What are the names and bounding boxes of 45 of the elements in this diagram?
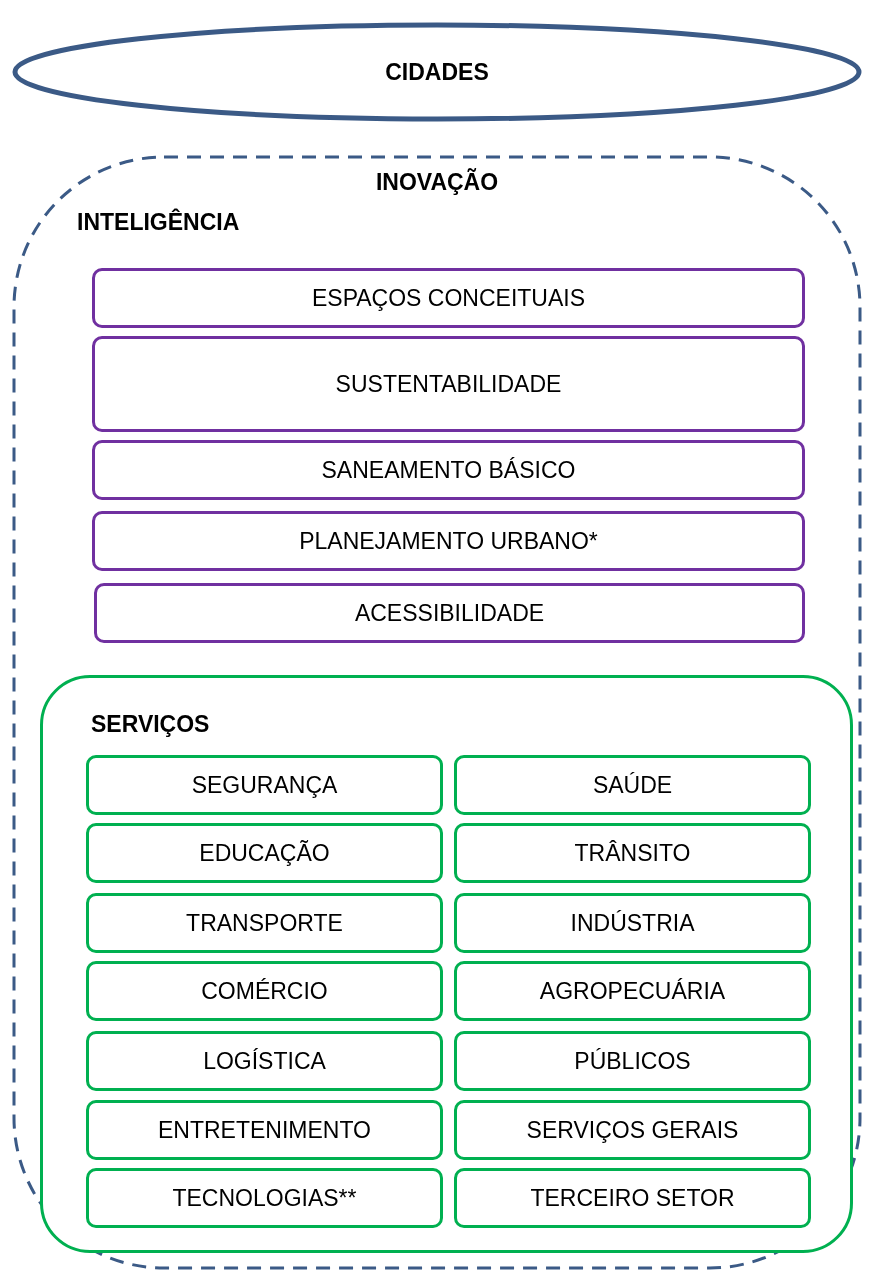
node-label: TRÂNSITO: [574, 839, 691, 867]
node-label: SEGURANÇA: [191, 771, 338, 799]
heading: INOVAÇÃO: [375, 169, 499, 195]
node-label: PLANEJAMENTO URBANO*: [299, 527, 598, 555]
rounded-box: [454, 755, 811, 815]
rounded-box: [86, 1031, 443, 1091]
rounded-box: [86, 1100, 443, 1160]
rounded-box: [86, 893, 443, 953]
node-label: INDÚSTRIA: [570, 909, 695, 937]
rounded-box: [86, 755, 443, 815]
node-label: SUSTENTABILIDADE: [335, 370, 562, 398]
node-label: TERCEIRO SETOR: [530, 1184, 735, 1212]
rounded-box: [454, 1100, 811, 1160]
rounded-box: [454, 1031, 811, 1091]
rounded-box: [94, 583, 805, 643]
node-label: ACESSIBILIDADE: [354, 599, 545, 627]
heading: SERVIÇOS: [91, 711, 210, 738]
rounded-box: [92, 511, 805, 571]
node-label: LOGÍSTICA: [203, 1047, 326, 1075]
rounded-box: [454, 1168, 811, 1228]
rounded-box: [86, 823, 443, 883]
rounded-box: [92, 440, 805, 500]
node-label: SAÚDE: [592, 771, 673, 799]
node-label: EDUCAÇÃO: [199, 839, 330, 867]
heading: INTELIGÊNCIA: [77, 209, 240, 236]
node-label: SANEAMENTO BÁSICO: [321, 456, 576, 484]
node-label: ENTRETENIMENTO: [158, 1116, 371, 1144]
node-label: COMÉRCIO: [201, 977, 328, 1005]
rounded-box: [454, 893, 811, 953]
node-label: SERVIÇOS GERAIS: [526, 1116, 739, 1144]
rounded-panel: [40, 675, 853, 1253]
node-label: TECNOLOGIAS**: [172, 1184, 357, 1212]
node-label: TRANSPORTE: [186, 909, 343, 937]
node-label: AGROPECUÁRIA: [539, 977, 726, 1005]
rounded-box: [86, 961, 443, 1021]
rounded-box: [92, 336, 805, 432]
rounded-box: [454, 823, 811, 883]
node-label: ESPAÇOS CONCEITUAIS: [311, 284, 586, 312]
ellipse-shape: [12, 22, 862, 122]
rounded-box: [92, 268, 805, 328]
heading: CIDADES: [385, 58, 489, 86]
rounded-box: [454, 961, 811, 1021]
node-label: PÚBLICOS: [574, 1047, 691, 1075]
dashed-rounded-frame: [12, 155, 862, 1270]
rounded-box: [86, 1168, 443, 1228]
